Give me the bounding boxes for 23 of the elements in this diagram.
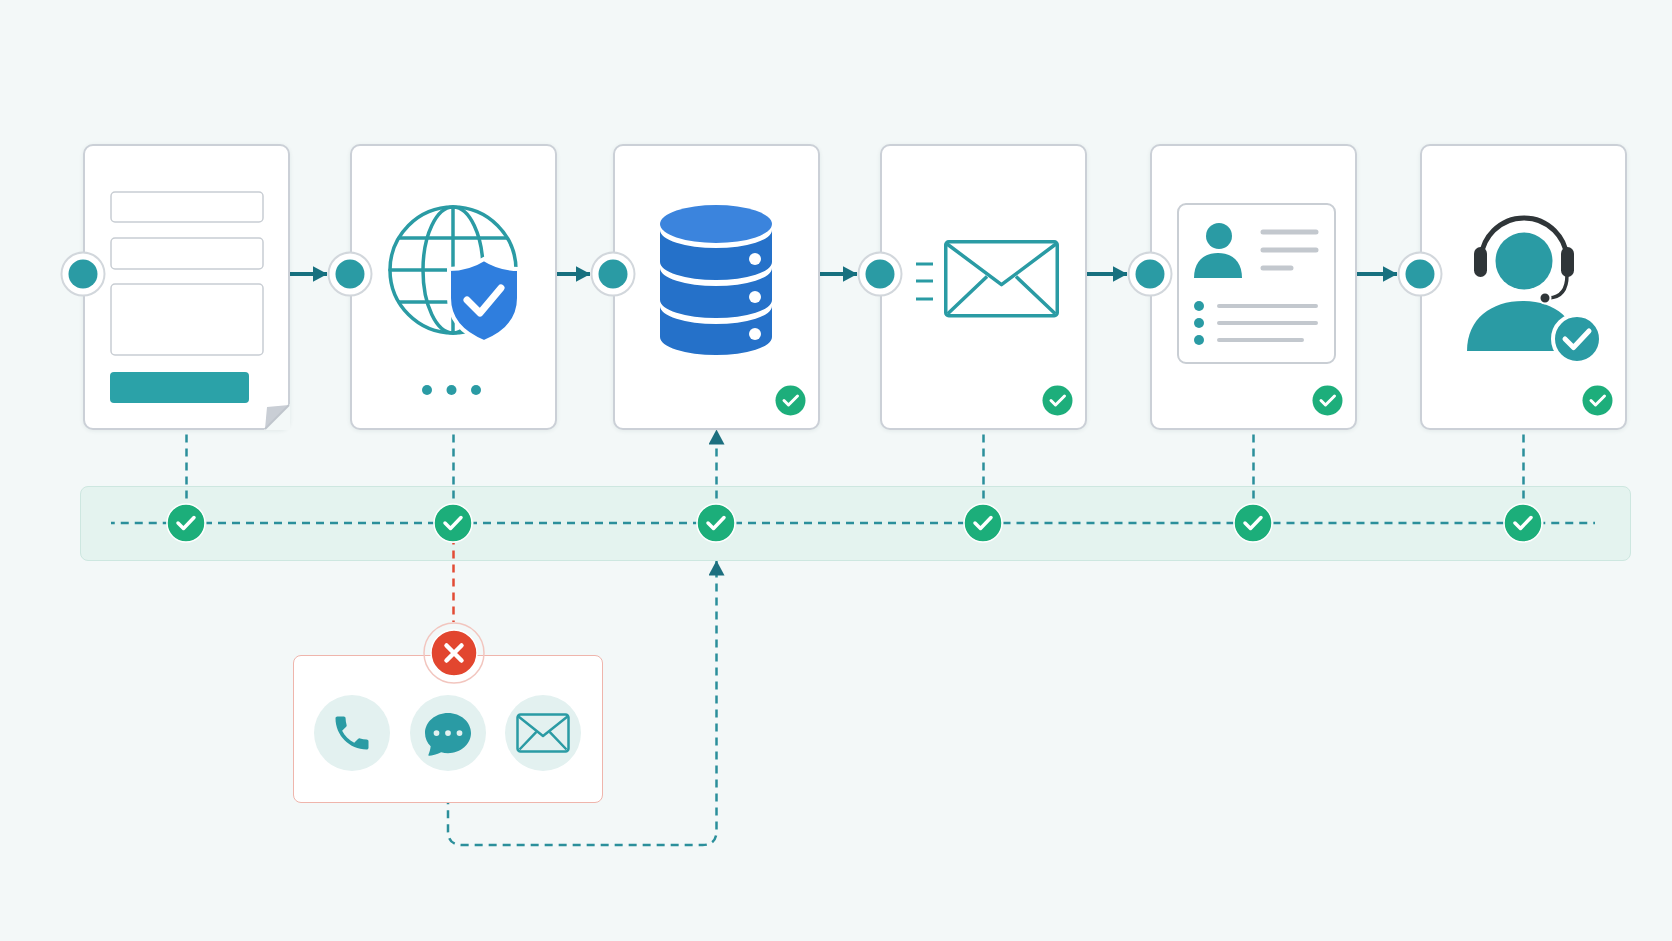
dashed-arrow (446, 560, 725, 847)
dashed-connector (473, 521, 697, 525)
dashed-connector (111, 521, 167, 525)
check-circle-icon (963, 502, 1003, 543)
contact-options-panel (293, 655, 603, 803)
error-circle-icon (422, 622, 485, 684)
check-circle-icon (1503, 502, 1543, 543)
check-circle-icon (696, 502, 736, 543)
dashed-connector (206, 521, 434, 525)
check-circle-icon (1233, 502, 1273, 543)
arrow (290, 266, 328, 282)
dashed-connector (1003, 521, 1234, 525)
arrow (1087, 266, 1128, 282)
dashed-connector (736, 521, 964, 525)
arrow (1357, 266, 1398, 282)
check-circle-icon (166, 502, 206, 543)
arrow (820, 266, 858, 282)
dashed-connector (452, 543, 455, 622)
dashed-connector (1273, 521, 1504, 525)
arrow (557, 266, 591, 282)
check-circle-icon (433, 502, 473, 543)
status-band (80, 486, 1631, 561)
dashed-connector (1543, 521, 1595, 525)
